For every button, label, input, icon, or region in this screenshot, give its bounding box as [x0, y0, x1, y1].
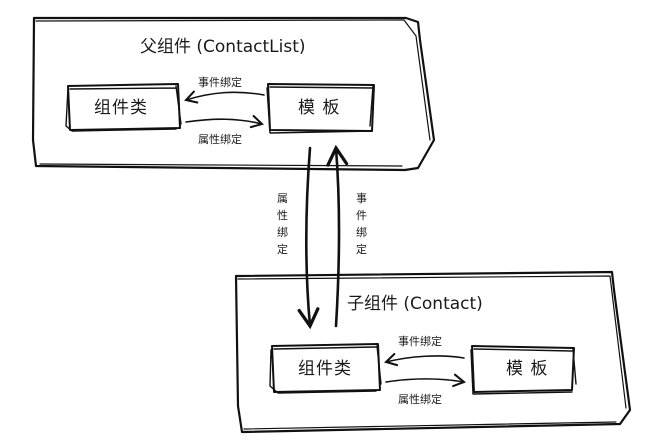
parent-template-box — [266, 83, 375, 134]
child-component-box — [269, 343, 382, 394]
svg-text:定: 定 — [277, 242, 288, 256]
child-component-frame — [234, 270, 632, 434]
cross-event-arrow — [326, 144, 349, 328]
parent-property-arrow — [185, 114, 264, 129]
cross-event-label: 事 件 绑 定 — [356, 192, 367, 256]
svg-text:事: 事 — [356, 192, 367, 205]
child-template-box — [470, 345, 577, 395]
svg-text:定: 定 — [356, 242, 367, 256]
child-property-label: 属性绑定 — [398, 392, 442, 406]
child-event-label: 事件绑定 — [398, 334, 442, 348]
child-event-arrow — [384, 352, 465, 367]
parent-template-label: 模 板 — [298, 98, 340, 118]
svg-text:件: 件 — [356, 209, 367, 222]
parent-property-label: 属性绑定 — [198, 132, 242, 146]
child-title: 子组件 (Contact) — [347, 294, 483, 314]
svg-text:绑: 绑 — [277, 226, 288, 239]
cross-property-arrow — [297, 146, 320, 330]
child-template-label: 模 板 — [506, 359, 548, 379]
cross-property-label: 属 性 绑 定 — [277, 192, 288, 256]
svg-text:属: 属 — [277, 192, 288, 205]
child-component-label: 组件类 — [298, 359, 352, 379]
svg-text:性: 性 — [277, 208, 288, 222]
svg-text:绑: 绑 — [356, 226, 367, 239]
parent-component-label: 组件类 — [94, 98, 148, 118]
parent-event-label: 事件绑定 — [198, 75, 242, 89]
child-property-arrow — [385, 373, 467, 388]
parent-title: 父组件 (ContactList) — [140, 37, 306, 57]
parent-event-arrow — [184, 90, 265, 104]
parent-component-box — [65, 83, 182, 132]
